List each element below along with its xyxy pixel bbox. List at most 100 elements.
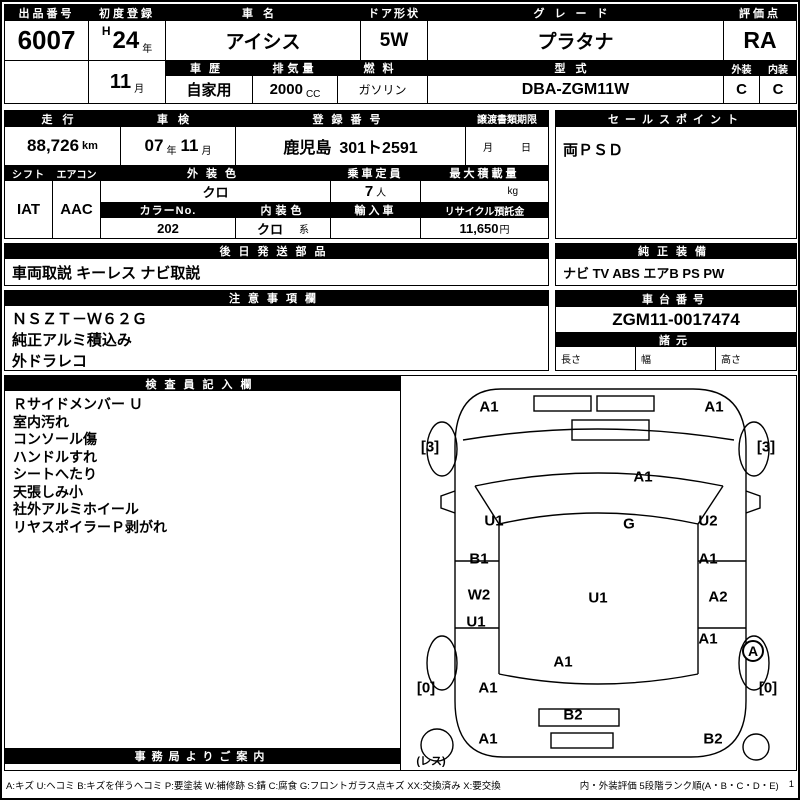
model-code-label: 型式 — [427, 60, 724, 76]
damage-marker: A1 — [633, 468, 653, 486]
rear-plate — [538, 708, 620, 727]
interior-color-suffix: 系 — [299, 224, 309, 236]
mirror-left — [440, 490, 456, 514]
inspector-line: 室内汚れ — [13, 413, 69, 430]
equipment-value: ナビ TV ABS エアB PS PW — [555, 258, 797, 286]
dimension-width-cell: 幅 — [635, 346, 716, 371]
inspection-month-unit: 月 — [201, 146, 212, 157]
front-grille-right — [596, 395, 655, 412]
first-registration-label: 初度登録 — [88, 4, 166, 21]
inspector-line: ハンドルすれ — [13, 448, 97, 465]
damage-marker: (レス) — [416, 755, 446, 768]
capacity-unit: 人 — [376, 188, 387, 199]
inspector-line: シートへたり — [13, 466, 97, 482]
shift-value: IAT — [4, 180, 53, 239]
inspector-line: コンソール傷 — [13, 431, 97, 447]
dimension-length-label: 長さ — [561, 355, 581, 366]
aircon-value: AAC — [52, 180, 101, 239]
hood-line — [462, 428, 735, 441]
transfer-day-unit: 日 — [521, 142, 531, 154]
spare-circle-left — [420, 728, 454, 762]
recycle-deposit-label: リサイクル預託金 — [420, 202, 549, 218]
displacement-number: 2000 — [269, 81, 303, 98]
exterior-grade-label: 外装 — [723, 60, 760, 76]
damage-marker: [3] — [756, 438, 776, 456]
recycle-deposit-value: 11,650 円 — [420, 217, 549, 239]
exhibit-no-label: 出品番号 — [4, 4, 89, 21]
mileage-value: 88,726 km — [4, 126, 121, 166]
wheel-front-right — [738, 421, 770, 477]
registration-no-label: 登録番号 — [235, 110, 466, 127]
damage-marker: A2 — [708, 588, 728, 606]
mileage-label: 走行 — [4, 110, 121, 127]
later-parts-label: 後日発送部品 — [4, 243, 549, 259]
rear-window — [498, 673, 699, 685]
color-no-label: カラーNo. — [100, 202, 236, 218]
capacity-label: 乗車定員 — [330, 165, 421, 181]
windshield-top — [474, 472, 724, 487]
inspector-line: リヤスポイラーＰ剥がれ — [13, 518, 167, 535]
damage-marker: A1 — [478, 730, 498, 748]
displacement-value: 2000 CC — [252, 75, 338, 104]
inspection-value: 07 年 11 月 — [120, 126, 236, 166]
model-code-value: DBA-ZGM11W — [427, 75, 724, 104]
sales-point-value: 両ＰＳＤ — [555, 126, 797, 239]
damage-marker: A1 — [698, 550, 718, 568]
damage-marker: U1 — [466, 613, 486, 631]
score-value: RA — [723, 20, 797, 61]
grade-label: グレード — [427, 4, 724, 21]
footer-legend-row: A:キズ U:ヘコミ B:キズを伴うヘコミ P:要塗装 W:補修跡 S:錆 C:… — [6, 777, 794, 792]
max-load-unit: kg — [507, 186, 518, 197]
capacity-number: 7 — [364, 183, 374, 200]
notes-panel: ＮＳＺＴ－Ｗ６２Ｇ 純正アルミ積込み 外ドラレコ — [4, 305, 549, 371]
dimension-height-label: 高さ — [721, 355, 741, 366]
first-reg-year-unit: 年 — [142, 44, 153, 55]
interior-grade-value: C — [759, 75, 797, 104]
exhibit-no-value: 6007 — [4, 20, 89, 61]
car-name-value: アイシス — [165, 20, 361, 61]
windshield-pillar-left — [474, 485, 500, 525]
car-body — [454, 388, 747, 758]
first-registration-month: 11 月 — [88, 60, 166, 104]
fuel-value: ガソリン — [337, 75, 428, 104]
mileage-number: 88,726 — [27, 136, 80, 155]
wheel-rear-left — [426, 635, 458, 691]
mileage-unit: km — [82, 140, 98, 152]
transfer-month-unit: 月 — [483, 142, 493, 154]
inspector-notes: Ｒサイドメンバー Ｕ 室内汚れ コンソール傷 ハンドルすれ シートへたり 天張し… — [5, 391, 400, 541]
max-load-label: 最大積載量 — [420, 165, 549, 181]
first-reg-era: H — [101, 24, 111, 38]
dimensions-label: 諸元 — [555, 332, 797, 347]
door-shape-value: 5W — [360, 20, 428, 61]
displacement-label: 排気量 — [252, 60, 338, 76]
recycle-deposit-unit: 円 — [499, 224, 510, 236]
import-car-label: 輸入車 — [330, 202, 421, 218]
fuel-label: 燃料 — [337, 60, 428, 76]
first-reg-year-number: 24 — [112, 26, 140, 54]
damage-marker: B1 — [469, 550, 489, 568]
transfer-deadline-label: 譲渡書類期限 — [465, 110, 549, 127]
inspection-label: 車検 — [120, 110, 236, 127]
import-car-value — [330, 217, 421, 239]
page-number: 1 — [788, 779, 794, 790]
interior-color-name: クロ — [256, 221, 283, 237]
first-registration-year: H 24 年 — [88, 20, 166, 61]
registration-region: 鹿児島 — [283, 140, 332, 157]
damage-marker: A1 — [478, 679, 498, 697]
registration-number: 301ト2591 — [339, 140, 418, 157]
recycle-deposit-number: 11,650 — [459, 220, 499, 236]
office-info-header: 事務局よりご案内 — [5, 748, 400, 764]
spare-circle-right — [742, 733, 770, 761]
shift-label: シフト — [4, 165, 53, 181]
inspector-panel: 検査員記入欄 Ｒサイドメンバー Ｕ 室内汚れ コンソール傷 ハンドルすれ シート… — [4, 375, 401, 771]
rear-bumper-detail — [550, 732, 614, 749]
exterior-grade-value: C — [723, 75, 760, 104]
damage-marker: A1 — [553, 653, 573, 671]
exterior-color-value: クロ — [100, 180, 331, 203]
damage-marker: A1 — [704, 398, 724, 416]
notes-line: ＮＳＺＴ－Ｗ６２Ｇ — [12, 311, 148, 328]
rating-legend: 内・外装評価 5段階ランク順(A・B・C・D・E) — [579, 780, 779, 792]
history-value: 自家用 — [165, 75, 253, 104]
dimension-length-cell: 長さ — [555, 346, 636, 371]
damage-marker: A — [742, 640, 764, 662]
